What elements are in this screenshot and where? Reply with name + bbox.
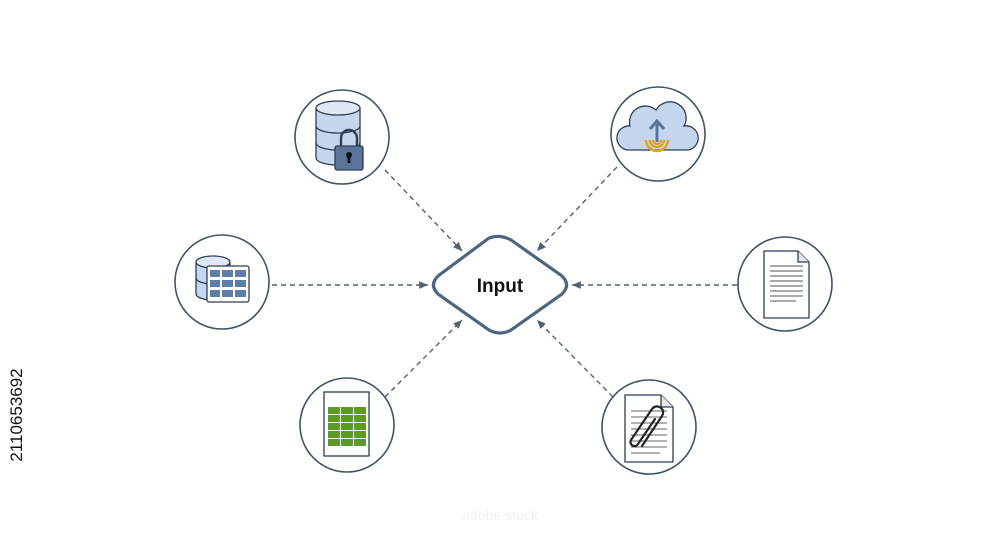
attachment-document-node (601, 379, 697, 475)
input-label: Input (477, 276, 524, 297)
connector-cloud-upload (536, 166, 618, 252)
cloud-upload-icon (616, 101, 699, 153)
spreadsheet-icon (323, 391, 370, 457)
connector-database-lock (384, 169, 463, 252)
cloud-upload-node (610, 86, 706, 182)
database-lock-icon (315, 100, 364, 171)
connector-spreadsheet (384, 319, 463, 398)
database-table-node (174, 234, 270, 330)
document-icon (763, 250, 810, 319)
connector-attachment-document (536, 319, 614, 398)
paperclip-document-icon (624, 394, 674, 463)
stock-id-label: 2110653692 (7, 300, 26, 530)
document-node (737, 236, 833, 332)
input-node: Input (431, 234, 569, 335)
input-diamond (431, 234, 569, 335)
spreadsheet-node (299, 377, 395, 473)
database-table-icon (195, 255, 250, 303)
connectors (272, 166, 737, 398)
stock-id-text: 2110653692 (7, 368, 26, 462)
paperclip-icon (629, 405, 665, 448)
watermark: adobe stock (462, 507, 538, 523)
database-lock-node (294, 89, 390, 185)
